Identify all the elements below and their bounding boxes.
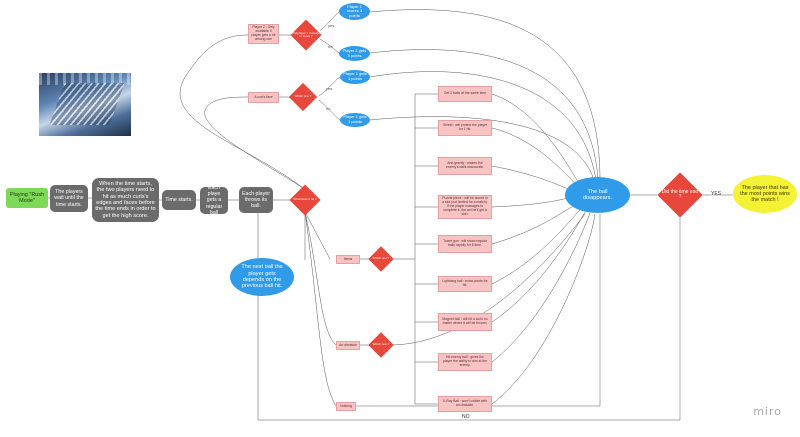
start-node: Playing "Rush Mode" — [6, 188, 48, 208]
reference-photo — [39, 73, 131, 136]
miro-logo: miro — [753, 405, 782, 418]
ball-disappears-ellipse: The ball disappears. — [565, 177, 630, 213]
item-node: Hit enemy ball : gives the player the ab… — [438, 353, 492, 371]
time-starts-node: Time starts. — [162, 190, 196, 210]
item-node: Get 2 balls at the same time — [438, 86, 492, 102]
curl-face-decision-label: Which one ? — [294, 94, 312, 99]
obstacle-decision-label: Which one ? — [372, 342, 390, 347]
item-node: X-Ray Ball : won't collide with an obsta… — [438, 396, 492, 412]
edge-label-yes-2: yes — [326, 86, 333, 91]
curl-edge-node: Player 2 : Only available if player gets… — [248, 24, 279, 44]
throws-node: Each player throws its ball. — [239, 187, 273, 213]
regular-ball-node: Each playe gets a regular ball — [200, 187, 228, 214]
rules-node: When the time starts, the two players ne… — [92, 178, 159, 222]
winner-ellipse: The player that has the most points wins… — [733, 175, 797, 213]
item-node: Magnet ball : will hit a curls no matter… — [438, 313, 492, 331]
wait-node: The players wait until the time starts. — [50, 185, 88, 212]
curl-face-p2-ellipse: Player 1 gets 1 points — [340, 113, 370, 127]
curl-face-p1-ellipse: Player 1 gets 1 points — [340, 70, 370, 84]
photo-detail-top — [39, 73, 131, 85]
curl-edge-p2-ellipse: Player 2 gets 3 points — [339, 46, 370, 61]
item-node: Shield : will protect the player for 1 h… — [438, 120, 492, 136]
item-node: Lightning ball : extra points for hit. — [438, 276, 492, 292]
hit-decision-label: What does it hit ? — [293, 197, 317, 202]
edge-label-yes-final: YES — [711, 191, 722, 197]
curl-edge-p1-ellipse: Player 1 scores 3 points — [339, 3, 370, 20]
curl-face-node: A curl's face — [248, 92, 279, 103]
photo-detail-track — [49, 83, 125, 125]
edge-label-yes-1: yes — [328, 23, 335, 28]
edge-label-no-1: no — [328, 44, 333, 49]
time-end-label: Did the time end ? — [661, 188, 699, 200]
nothing-node: Nothing — [336, 402, 356, 411]
item-node: Turret gun : will shoot regular balls ra… — [438, 235, 492, 253]
item-node: Puzzle piece : will be stored in a slot … — [438, 195, 492, 219]
obstacle-node: An obstacle — [336, 341, 360, 350]
curl-edge-decision-label: Did player 1 manage to score ? — [292, 30, 320, 38]
item-decision-label: Which one ? — [372, 256, 390, 261]
item-node: Anti-gravity : makes the enemy's balls i… — [438, 157, 492, 175]
edge-label-no-2: no — [326, 106, 331, 111]
items-node: Items — [336, 255, 360, 264]
edge-label-no-final: NO — [462, 414, 470, 420]
next-ball-ellipse: The next ball the player gets depends on… — [230, 258, 294, 296]
